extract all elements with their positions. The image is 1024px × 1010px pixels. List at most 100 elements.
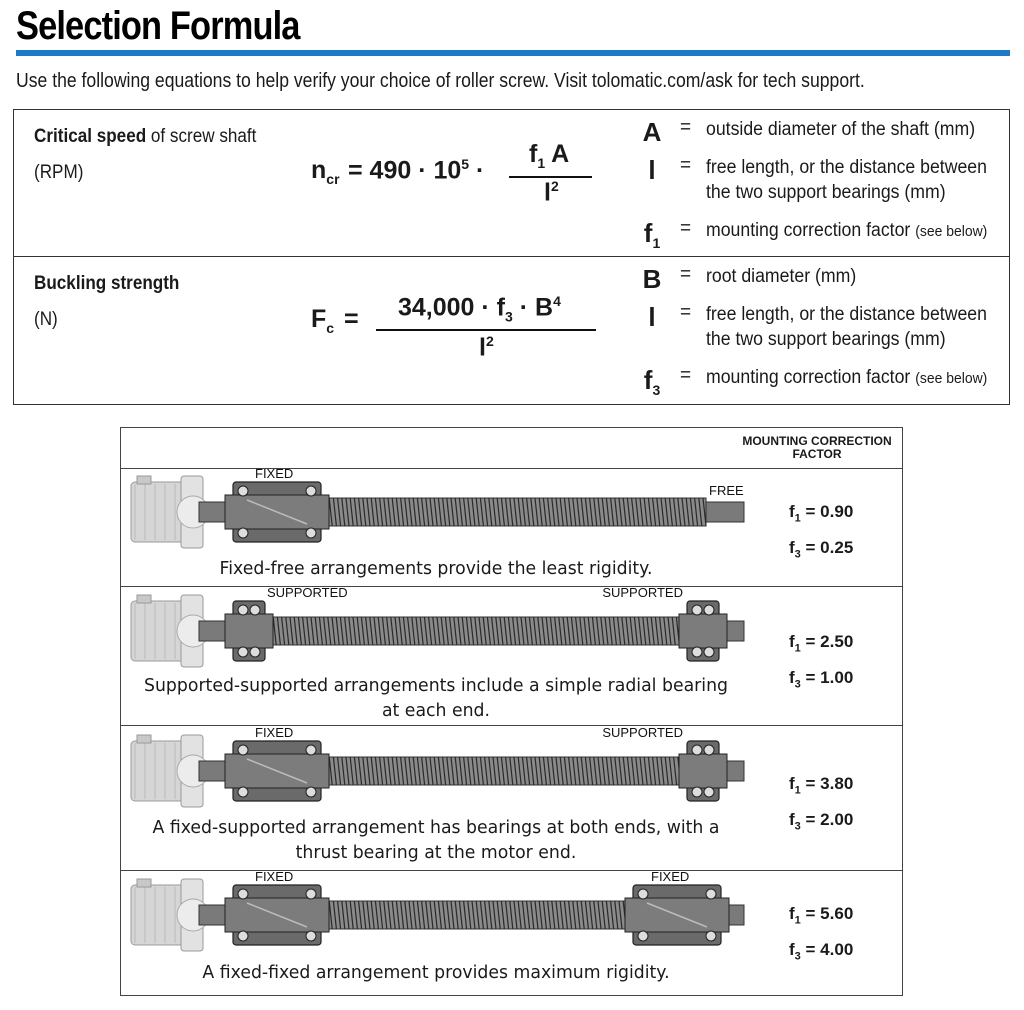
thread-line [461,616,466,646]
thread-line [366,756,371,786]
formula-name: Critical speed of screw shaft [34,126,257,147]
thread-line [572,900,577,930]
thread-line [488,756,493,786]
thread-line [353,756,358,786]
thread-line [446,756,451,786]
thread-line [517,756,522,786]
arrangement-caption: Fixed-free arrangements provide the leas… [219,558,653,579]
thread-line [379,497,384,527]
bolt-icon [305,485,317,497]
thread-line [547,900,552,930]
thread-line [604,616,609,646]
motor-icon [130,878,210,952]
formula-lhs: Fc [311,305,335,336]
thread-line [492,497,497,527]
thread-line [387,497,392,527]
thread-line [570,616,575,646]
formula-unit: (RPM) [34,162,84,183]
thread-line [484,756,489,786]
thread-line [446,900,451,930]
thread-line [404,900,409,930]
arrangement-caption: A fixed-supported arrangement has bearin… [152,817,720,863]
thread-line [425,900,430,930]
thread-line [458,756,463,786]
thread-line [373,616,378,646]
motor-icon [130,594,210,668]
thread-line [605,756,610,786]
formula-unit: (N) [34,309,58,330]
thread-line [429,900,434,930]
formula-lhs: ncr [311,156,340,187]
thread-line [538,497,543,527]
bolt-icon [237,527,249,539]
thread-line [563,900,568,930]
thread-line [563,497,568,527]
thread-line [328,900,333,930]
thread-line [643,497,648,527]
thread-line [500,900,505,930]
thread-line [395,497,400,527]
thread-line [492,756,497,786]
thread-line [353,900,358,930]
thread-line [702,497,707,527]
thread-line [345,756,350,786]
thread-line [433,900,438,930]
thread-line [584,900,589,930]
thread-line [643,756,648,786]
thread-line [421,756,426,786]
thread-line [370,497,375,527]
thread-line [618,900,623,930]
thread-line [530,756,535,786]
thread-line [668,756,673,786]
thread-line [618,756,623,786]
thread-line [576,900,581,930]
thread-line [589,497,594,527]
thread-line [530,497,535,527]
arrangement-caption: Supported-supported arrangements include… [144,675,728,721]
formula-rhs-prefix: = 490 · 105 · [348,156,485,185]
thread-line [400,900,405,930]
thread-line [374,756,379,786]
f3-factor: f3 = 2.00 [789,810,854,833]
thread-line [470,616,475,646]
thread-line [520,616,525,646]
thread-line [293,616,298,646]
title-accent-bar [16,50,1010,56]
thread-line [601,756,606,786]
thread-line [638,616,643,646]
thread-line [310,616,315,646]
thread-line [345,497,350,527]
thread-line [391,756,396,786]
thread-line [488,497,493,527]
thread-line [555,900,560,930]
thread-line [467,756,472,786]
motor-icon [130,734,210,808]
bolt-icon [237,604,249,616]
thread-line [597,756,602,786]
thread-line [563,756,568,786]
thread-line [521,900,526,930]
thread-line [442,900,447,930]
thread-line [507,616,512,646]
thread-line [332,497,337,527]
thread-line [610,497,615,527]
f1-factor: f1 = 2.50 [789,632,854,655]
formula-denominator: l2 [544,178,559,207]
thread-line [471,497,476,527]
thread-line [362,900,367,930]
f1-factor: f1 = 5.60 [789,904,854,927]
thread-line [412,497,417,527]
thread-line [526,756,531,786]
thread-line [526,497,531,527]
definition-symbol: B [642,264,662,294]
mounting-correction-factor-header: MOUNTING CORRECTION FACTOR [742,434,892,461]
f1-factor: f1 = 0.90 [789,502,854,525]
thread-line [306,616,311,646]
thread-line [622,497,627,527]
thread-line [600,616,605,646]
fraction-line [376,329,596,331]
thread-line [450,900,455,930]
